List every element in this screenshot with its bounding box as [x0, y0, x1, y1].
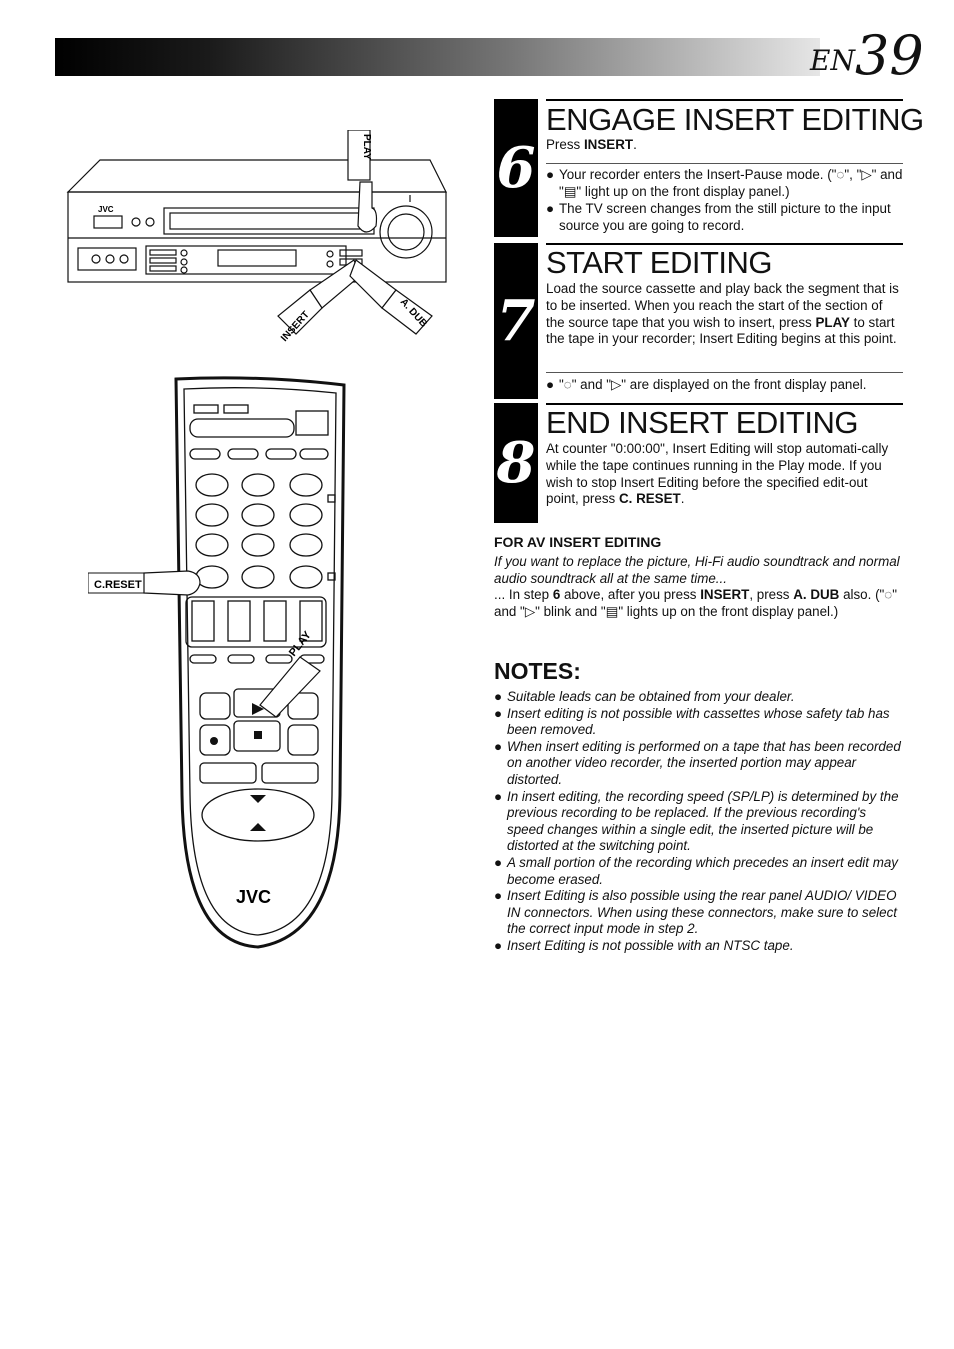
step-7-rule — [546, 243, 903, 245]
step-6-divider — [546, 163, 903, 164]
step-7-bullet: ●"◌" and "▷" are displayed on the front … — [546, 377, 867, 392]
step-7-title: START EDITING — [546, 245, 773, 280]
note-item: ●When insert editing is performed on a t… — [494, 738, 901, 787]
step-6-bullet: ●Your recorder enters the Insert-Pause m… — [546, 167, 903, 199]
vcr-brand-logo: JVC — [98, 205, 114, 214]
step-8-rule — [546, 403, 903, 405]
step-6-bullet: ●The TV screen changes from the still pi… — [546, 201, 891, 233]
language-label: EN — [810, 44, 855, 77]
note-item: ●Insert Editing is not possible with an … — [494, 937, 794, 953]
av-insert-body: ... In step 6 above, after you press INS… — [494, 587, 897, 619]
page-number: 39 — [855, 24, 924, 87]
step-number-6: 6 — [494, 99, 538, 237]
vcr-illustration: JVC PLAY INSERT A. DUB — [66, 130, 447, 344]
av-insert-heading: FOR AV INSERT EDITING — [494, 534, 662, 550]
step-8-body: At counter "0:00:00", Insert Editing wil… — [546, 441, 889, 507]
header-gradient-bar — [55, 38, 820, 76]
remote-play-label: PLAY — [287, 629, 314, 659]
remote-brand-logo: JVC — [236, 887, 271, 907]
note-item: ●Insert editing is not possible with cas… — [494, 705, 890, 738]
step-8-title: END INSERT EDITING — [546, 405, 858, 440]
step-6-intro: Press INSERT. — [546, 137, 637, 152]
remote-illustration: JVC C.RESET PLAY — [88, 376, 346, 949]
vcr-play-label: PLAY — [361, 134, 372, 160]
note-item: ●In insert editing, the recording speed … — [494, 788, 899, 854]
step-6-rule — [546, 99, 903, 101]
note-item: ●Suitable leads can be obtained from you… — [494, 689, 795, 704]
notes-list: ●Suitable leads can be obtained from you… — [494, 689, 904, 955]
note-item: ●Insert Editing is also possible using t… — [494, 888, 898, 937]
step-7-divider — [546, 372, 903, 373]
step-number-8: 8 — [494, 403, 538, 523]
note-item: ●A small portion of the recording which … — [494, 854, 899, 887]
step-7-body: Load the source cassette and play back t… — [546, 281, 899, 347]
av-insert-italic: If you want to replace the picture, Hi-F… — [494, 554, 900, 586]
remote-creset-label: C.RESET — [94, 579, 142, 591]
step-6-title: ENGAGE INSERT EDITING — [546, 102, 924, 137]
notes-title: NOTES: — [494, 658, 581, 684]
step-number-7: 7 — [494, 243, 538, 399]
